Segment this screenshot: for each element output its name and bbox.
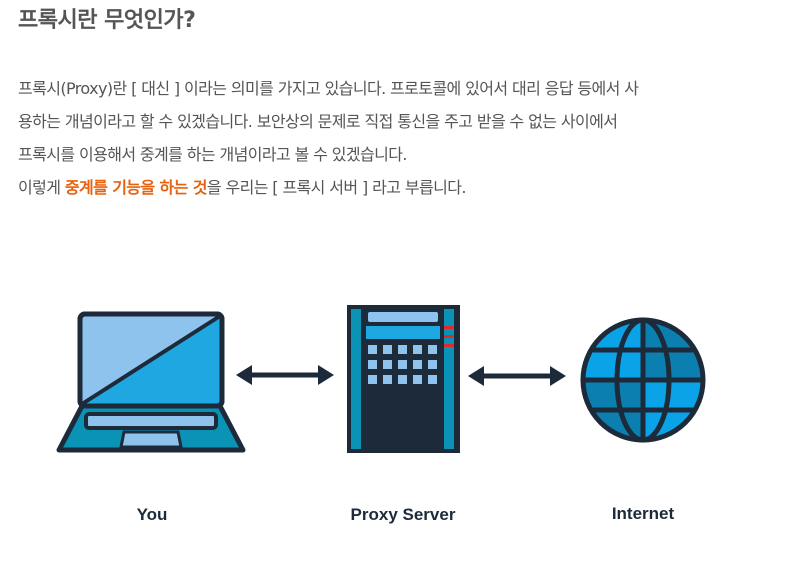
paragraph-line-3: 프록시를 이용해서 중계를 하는 개념이라고 볼 수 있겠습니다. [18, 145, 407, 164]
intro-paragraph: 프록시(Proxy)란 [ 대신 ] 이라는 의미를 가지고 있습니다. 프로토… [18, 72, 768, 204]
server-icon [347, 305, 460, 453]
paragraph-line-4-end: 을 우리는 [ 프록시 서버 ] 라고 부릅니다. [206, 178, 467, 197]
double-arrow-icon [236, 365, 334, 385]
paragraph-line-4: 이렇게 중계를 기능을 하는 것을 우리는 [ 프록시 서버 ] 라고 부릅니다… [18, 171, 768, 204]
paragraph-line-4-start: 이렇게 [18, 178, 65, 197]
proxy-diagram: You Proxy Server Internet [56, 305, 706, 524]
laptop-icon [56, 311, 246, 453]
double-arrow-icon [468, 366, 566, 386]
highlighted-phrase: 중계를 기능을 하는 것 [64, 178, 208, 197]
label-internet: Internet [612, 504, 675, 523]
label-proxy-server: Proxy Server [351, 505, 456, 524]
page-heading: 프록시란 무엇인가? [18, 8, 196, 33]
paragraph-line-1: 프록시(Proxy)란 [ 대신 ] 이라는 의미를 가지고 있습니다. 프로토… [18, 79, 639, 98]
label-you: You [137, 505, 168, 524]
paragraph-line-2: 용하는 개념이라고 할 수 있겠습니다. 보안상의 문제로 직접 통신을 주고 … [18, 112, 618, 131]
globe-icon [580, 317, 706, 443]
